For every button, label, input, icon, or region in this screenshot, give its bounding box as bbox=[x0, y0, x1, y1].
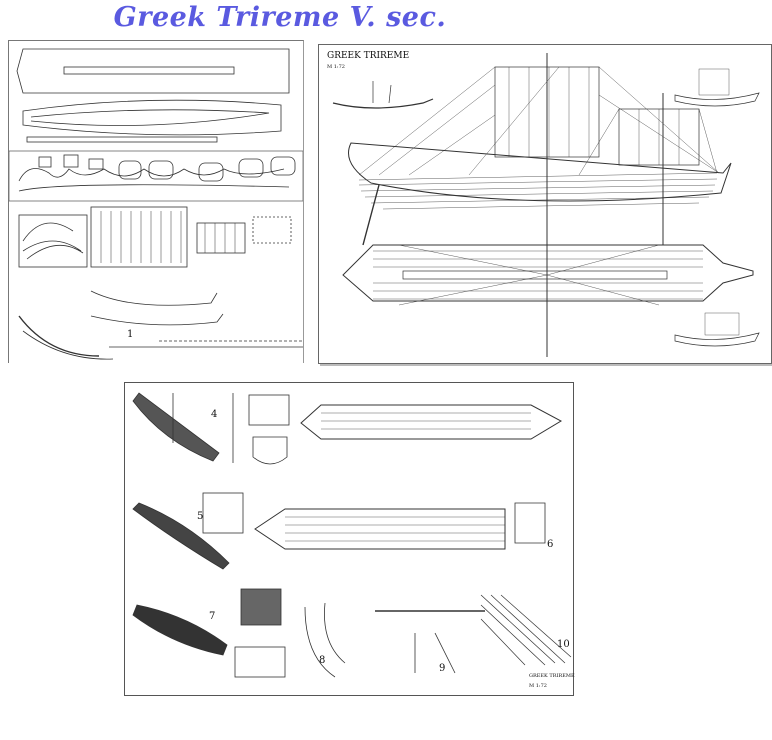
step-8: 8 bbox=[319, 655, 326, 666]
page-title: Greek Trireme V. sec. bbox=[113, 2, 447, 33]
step-7: 7 bbox=[209, 611, 216, 622]
plan-title: GREEK TRIREME bbox=[327, 51, 410, 61]
step-10: 10 bbox=[557, 639, 570, 650]
parts-drawing bbox=[9, 48, 303, 360]
plan-scale: M 1:72 bbox=[327, 64, 345, 70]
assembly-title: GREEK TRIREME bbox=[529, 673, 575, 679]
step-4: 4 bbox=[211, 409, 218, 420]
assembly-drawing bbox=[132, 392, 572, 678]
assembly-sheet: 4 5 6 7 8 9 10 GREEK TRIREME M 1:72 bbox=[124, 382, 575, 696]
step-5: 5 bbox=[197, 511, 204, 522]
plan-sheet: GREEK TRIREME M 1:72 bbox=[318, 44, 772, 364]
part-label: 1 bbox=[127, 329, 134, 340]
assembly-scale: M 1:72 bbox=[529, 683, 547, 689]
plan-drawing bbox=[332, 53, 760, 357]
parts-sheet: 1 bbox=[8, 40, 304, 363]
step-6: 6 bbox=[547, 539, 554, 550]
step-9: 9 bbox=[439, 663, 446, 674]
